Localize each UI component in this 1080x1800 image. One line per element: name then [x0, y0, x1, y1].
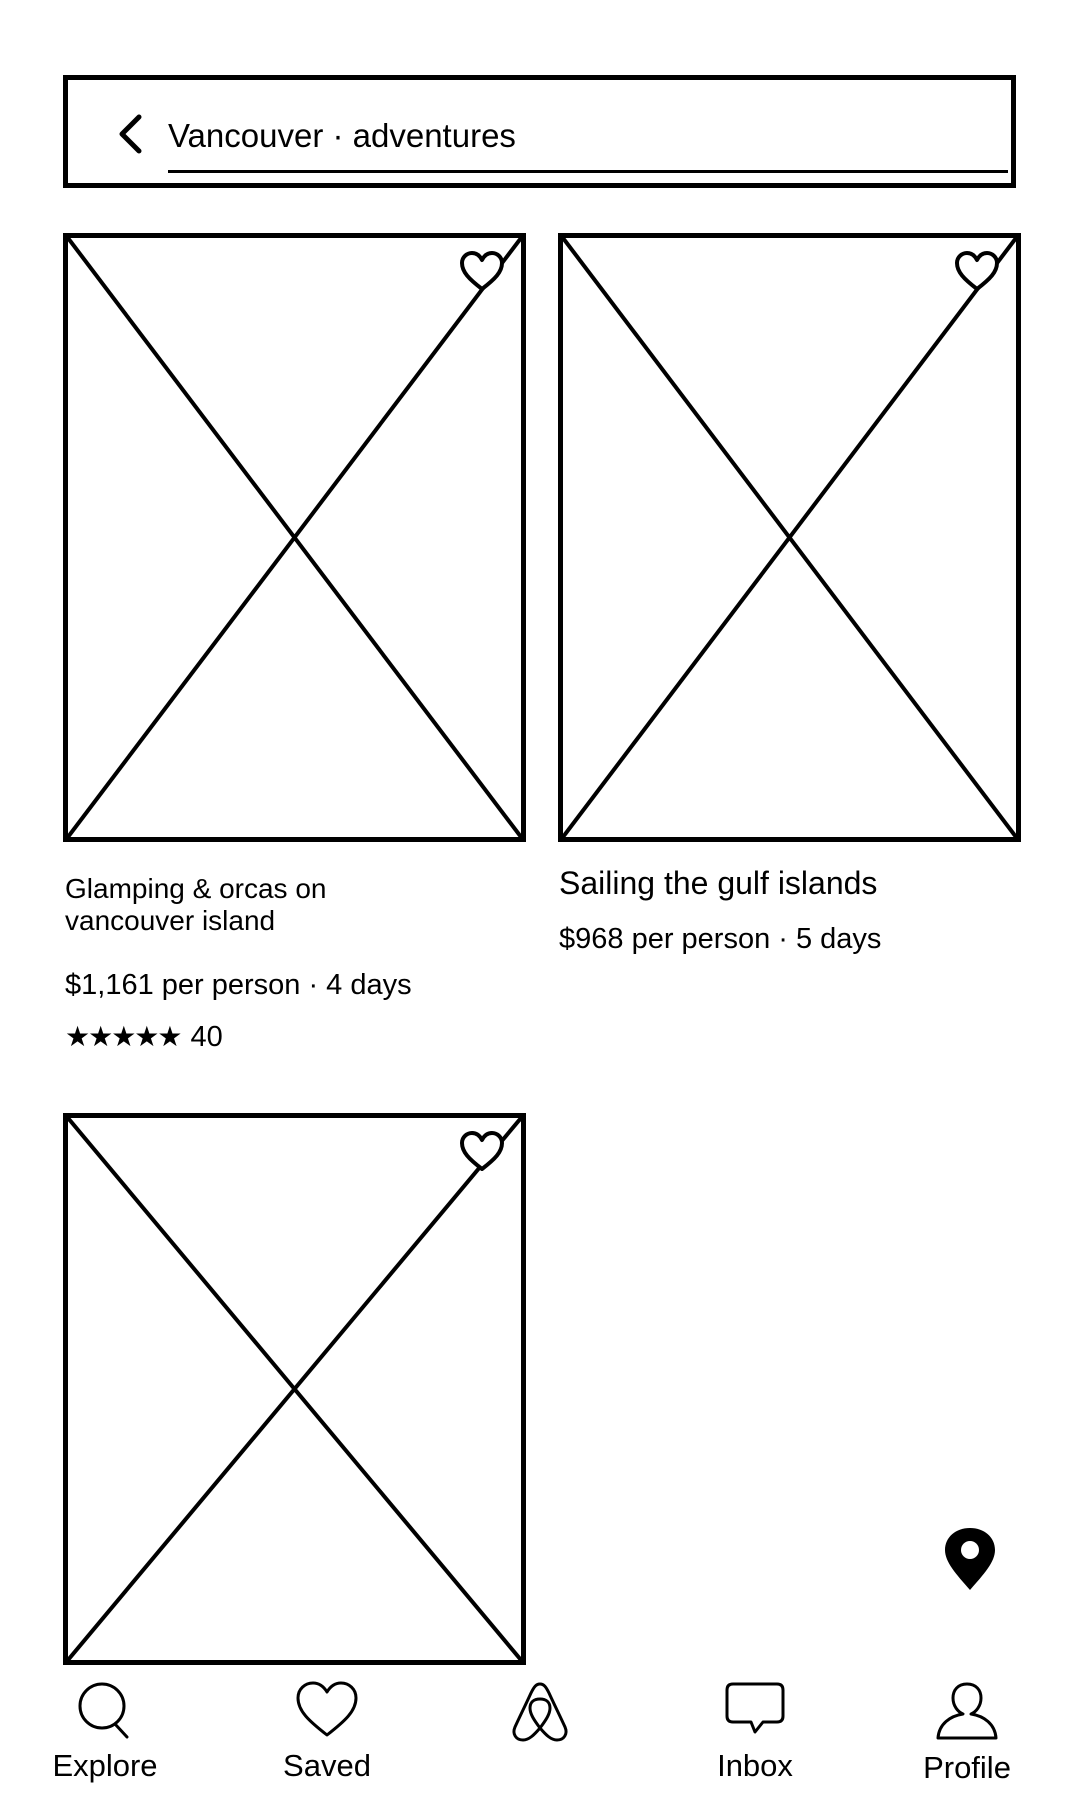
rating-count: 40 [190, 1021, 223, 1053]
image-placeholder [563, 238, 1016, 837]
listing-image-1[interactable] [63, 233, 526, 842]
star-rating-icon: ★★★★★ [65, 1020, 183, 1053]
chevron-left-icon[interactable] [115, 114, 147, 154]
tab-label-inbox: Inbox [717, 1748, 793, 1783]
tab-home[interactable] [500, 1680, 580, 1744]
map-pin-icon[interactable] [942, 1526, 998, 1592]
heart-icon [296, 1681, 358, 1737]
heart-outline-icon[interactable] [459, 250, 505, 292]
message-icon [725, 1682, 785, 1734]
tab-label-profile: Profile [923, 1750, 1011, 1785]
tab-inbox[interactable]: Inbox [690, 1680, 820, 1784]
tab-saved[interactable]: Saved [262, 1680, 392, 1784]
tab-label-saved: Saved [283, 1748, 371, 1783]
image-placeholder [68, 238, 521, 837]
search-input[interactable]: Vancouver · adventures [168, 117, 516, 154]
tab-explore[interactable]: Explore [40, 1680, 170, 1784]
tab-label-explore: Explore [52, 1748, 158, 1783]
listing-title-2[interactable]: Sailing the gulf islands [559, 865, 878, 901]
listing-price-2: $968 per person · 5 days [559, 923, 882, 955]
listing-rating-1: ★★★★★ 40 [65, 1020, 223, 1054]
listing-image-2[interactable] [558, 233, 1021, 842]
search-bar[interactable]: Vancouver · adventures [63, 75, 1016, 188]
airbnb-logo-icon [512, 1682, 568, 1742]
search-underline [168, 170, 1008, 173]
image-placeholder [68, 1118, 521, 1660]
user-icon [936, 1682, 998, 1740]
listing-image-3[interactable] [63, 1113, 526, 1665]
heart-outline-icon[interactable] [954, 250, 1000, 292]
tab-profile[interactable]: Profile [902, 1680, 1032, 1786]
heart-outline-icon[interactable] [459, 1130, 505, 1172]
listing-title-1[interactable]: Glamping & orcas on vancouver island [65, 873, 327, 936]
search-icon [78, 1682, 129, 1739]
listing-price-1: $1,161 per person · 4 days [65, 969, 412, 1001]
